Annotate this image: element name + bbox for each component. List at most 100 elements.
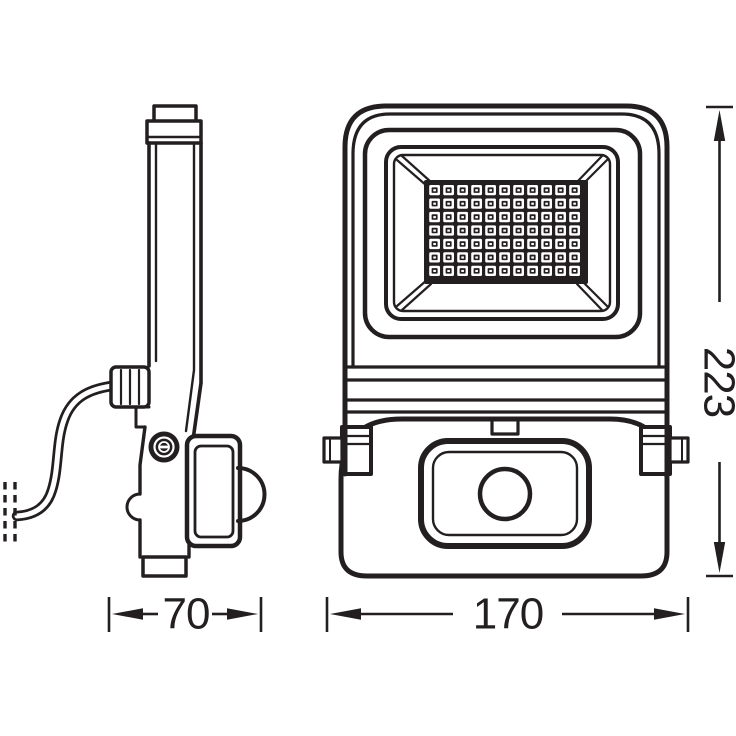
side-step [134, 405, 151, 429]
sensor-bezel-front-inner [431, 450, 579, 537]
led-cell [443, 238, 454, 250]
led-cell [485, 252, 496, 263]
led-cell [457, 185, 468, 196]
led-cell [527, 265, 538, 276]
led-cell [429, 252, 440, 263]
led-cell [513, 238, 524, 250]
sensor-housing-side [184, 433, 243, 549]
dim223-arrow-down [713, 542, 726, 573]
led-cell [527, 225, 538, 236]
pivot-screw-slot [159, 445, 169, 449]
led-cell [499, 185, 510, 196]
pir-lens-front [477, 466, 533, 522]
led-cell [513, 252, 524, 263]
led-cell [555, 198, 566, 209]
led-cell [429, 225, 440, 236]
led-cell [555, 238, 566, 250]
led-cell [485, 225, 496, 236]
dim70-label: 70 [163, 590, 210, 639]
led-cell [513, 265, 524, 276]
led-cell [485, 211, 496, 223]
pivot-screw-ring-outer [153, 436, 175, 458]
led-cell [513, 225, 524, 236]
mount-knob-right [668, 436, 690, 464]
led-cell [457, 252, 468, 263]
led-cell [443, 211, 454, 223]
led-cell [457, 265, 468, 276]
led-cell [471, 238, 482, 250]
led-cell [499, 265, 510, 276]
led-cell [499, 252, 510, 263]
led-cell [555, 185, 566, 196]
front-view [322, 103, 690, 579]
power-cable [11, 380, 118, 522]
led-cell [429, 185, 440, 196]
dim70-arrow-right [227, 608, 258, 620]
dim170-label: 170 [473, 590, 543, 639]
led-cell [471, 252, 482, 263]
dim223-arrow-up [713, 110, 726, 141]
led-cell [541, 252, 552, 263]
led-cell [527, 238, 538, 250]
side-view [3, 104, 267, 578]
led-cell [499, 198, 510, 209]
led-cell [443, 225, 454, 236]
led-cell [443, 252, 454, 263]
led-cell [555, 252, 566, 263]
sensor-housing-side-inner [193, 444, 235, 539]
led-cell [569, 265, 580, 276]
led-cell [457, 211, 468, 223]
led-cell [443, 265, 454, 276]
led-cell [569, 252, 580, 263]
side-body-inner-right [184, 141, 196, 433]
dim170-arrow-left [330, 608, 361, 620]
front-body-inner [351, 112, 661, 369]
cable-break-dashes [3, 482, 17, 542]
led-cell [527, 185, 538, 196]
mount-knob-left [322, 436, 344, 464]
led-cell [541, 238, 552, 250]
led-grid [429, 185, 580, 276]
led-cell [541, 211, 552, 223]
led-cell [569, 185, 580, 196]
cable-gland-ridges [119, 368, 141, 406]
face-bezel-inner [384, 145, 620, 321]
led-cell [471, 185, 482, 196]
led-cell [499, 211, 510, 223]
led-cell [513, 211, 524, 223]
led-cell [429, 265, 440, 276]
led-cell [457, 238, 468, 250]
led-cell [513, 185, 524, 196]
led-cell [541, 198, 552, 209]
led-cell [443, 198, 454, 209]
dimension-side-width: 70 [107, 590, 263, 639]
front-housing-notch [490, 418, 520, 436]
side-lower-left-edge [138, 425, 147, 496]
dimension-front-width: 170 [325, 590, 690, 639]
led-cell [527, 252, 538, 263]
led-cell [485, 198, 496, 209]
led-cell [471, 211, 482, 223]
front-body-outer [342, 103, 670, 477]
led-cell [555, 265, 566, 276]
led-cell [485, 185, 496, 196]
dimension-front-height: 223 [695, 105, 736, 578]
led-cell [471, 265, 482, 276]
led-cell [471, 225, 482, 236]
led-cell [569, 225, 580, 236]
dim170-arrow-right [654, 608, 685, 620]
led-cell [429, 238, 440, 250]
dim70-arrow-left [112, 608, 143, 620]
led-cell [429, 198, 440, 209]
side-top-cap [145, 119, 203, 145]
sensor-bezel-front [418, 438, 592, 549]
led-cell [569, 198, 580, 209]
reflector-corner-seams [395, 154, 609, 312]
led-cell [541, 225, 552, 236]
led-cell [457, 225, 468, 236]
pir-dome-side [236, 466, 267, 523]
led-cell [499, 225, 510, 236]
led-cell [569, 238, 580, 250]
